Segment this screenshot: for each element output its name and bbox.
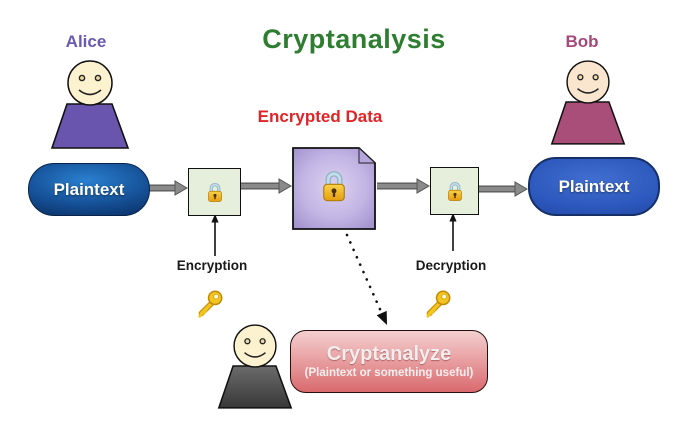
encryption-lock-node	[188, 168, 241, 216]
encrypted-data-node	[292, 147, 376, 230]
plaintext-node-right: Plaintext	[528, 157, 660, 216]
encryption-label: Encryption	[176, 258, 248, 273]
bob-figure	[551, 60, 625, 145]
alice-figure	[51, 60, 129, 149]
encrypted-data-label: Encrypted Data	[257, 107, 383, 126]
encryption-pointer-arrow	[211, 214, 219, 256]
cryptanalyze-subtitle: (Plaintext or something useful)	[304, 366, 474, 379]
arrow-encryption-to-encrypted	[241, 178, 292, 194]
padlock-icon	[206, 182, 223, 203]
bob-label: Bob	[565, 32, 599, 51]
alice-label: Alice	[65, 32, 107, 51]
cryptanalyze-title: Cryptanalyze	[326, 342, 452, 365]
decryption-lock-node	[430, 167, 479, 215]
plaintext-left-label: Plaintext	[53, 179, 125, 199]
padlock-icon	[446, 181, 463, 202]
decryption-pointer-arrow	[449, 213, 457, 251]
arrow-encrypted-to-decryption	[377, 178, 430, 194]
decryption-label: Decryption	[415, 258, 487, 273]
arrow-plaintext-to-encryption	[149, 180, 188, 196]
page-title: Cryptanalysis	[262, 24, 446, 54]
plaintext-right-label: Plaintext	[558, 176, 630, 196]
plaintext-node-left: Plaintext	[28, 163, 150, 216]
arrow-decryption-to-plaintext	[479, 181, 528, 197]
key-icon	[421, 288, 453, 320]
cryptanalyze-node: Cryptanalyze (Plaintext or something use…	[290, 330, 488, 393]
key-icon	[193, 288, 225, 320]
cryptanalysis-attack-arrow	[345, 233, 387, 325]
attacker-figure	[218, 324, 292, 409]
